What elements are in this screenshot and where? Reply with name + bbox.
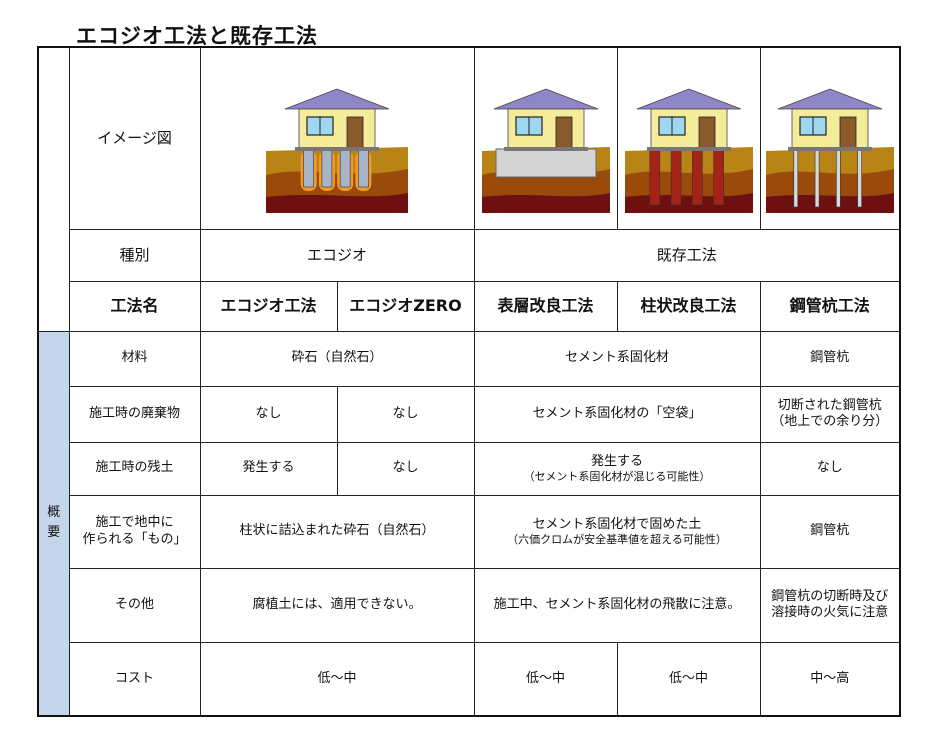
other-ecogeo: 腐植土には、適用できない。 bbox=[199, 567, 475, 643]
page-title: エコジオ工法と既存工法 bbox=[76, 24, 318, 48]
residual-cement: 発生する （セメント系固化材が混じる可能性） bbox=[473, 441, 761, 496]
image-row: イメージ図 bbox=[37, 46, 901, 332]
row-label-underground: 施工で地中に 作られる「もの」 bbox=[68, 494, 201, 569]
underground-row: 施工で地中に 作られる「もの」 柱状に詰込まれた砕石（自然石） セメント系固化材… bbox=[38, 494, 901, 569]
steel-pile bbox=[814, 148, 820, 208]
row-label-cost: コスト bbox=[68, 641, 201, 717]
method-name: 鋼管杭工法 bbox=[759, 280, 901, 332]
house-roof bbox=[636, 88, 741, 110]
underground-cement-line1: セメント系固化材で固めた土 bbox=[532, 516, 702, 532]
stone-column bbox=[358, 148, 369, 188]
house-foundation bbox=[646, 147, 731, 152]
residual-eco2: なし bbox=[336, 441, 475, 496]
house-roof bbox=[493, 88, 598, 110]
other-steel-line1: 鋼管杭の切断時及び bbox=[771, 588, 889, 604]
cost-row: コスト 低～中 低～中 低～中 中～高 bbox=[38, 641, 901, 717]
waste-eco1: なし bbox=[199, 385, 338, 443]
waste-row: 施工時の廃棄物 なし なし セメント系固化材の「空袋」 切断された鋼管杭 （地上… bbox=[38, 385, 901, 443]
soil-deep-layer bbox=[266, 193, 408, 214]
method-name: エコジオ工法 bbox=[199, 280, 338, 332]
row-label-material: 材料 bbox=[68, 330, 201, 387]
underground-ecogeo: 柱状に詰込まれた砕石（自然石） bbox=[199, 494, 475, 569]
row-label-waste: 施工時の廃棄物 bbox=[68, 385, 201, 443]
house-door bbox=[698, 116, 715, 150]
soil-cement-column bbox=[691, 148, 703, 206]
type-ecogeo: エコジオ bbox=[199, 228, 475, 282]
house-foundation bbox=[503, 147, 588, 152]
soil-cement-column bbox=[670, 148, 681, 206]
waste-steel: 切断された鋼管杭 （地上での余り分） bbox=[759, 385, 901, 443]
material-row: 概要 材料 砕石（自然石） セメント系固化材 鋼管杭 bbox=[37, 330, 901, 717]
residual-steel: なし bbox=[759, 441, 901, 496]
material-steel: 鋼管杭 bbox=[759, 330, 901, 387]
steel-pile bbox=[835, 148, 841, 208]
underground-label-line1: 施工で地中に bbox=[95, 515, 174, 531]
waste-steel-line2: （地上での余り分） bbox=[771, 414, 889, 429]
stone-column bbox=[339, 148, 351, 188]
method-name: 表層改良工法 bbox=[473, 280, 618, 332]
column-improvement-illustration bbox=[616, 46, 761, 230]
cost-column: 低～中 bbox=[616, 641, 761, 717]
row-label-other: その他 bbox=[68, 567, 201, 643]
stone-column bbox=[303, 148, 314, 188]
house-roof bbox=[777, 88, 882, 110]
soil-deep-layer bbox=[624, 193, 753, 214]
overview-label: 概要 bbox=[47, 505, 61, 541]
cost-surface: 低～中 bbox=[473, 641, 618, 717]
row-label-image: イメージ図 bbox=[68, 46, 201, 230]
house-roof bbox=[284, 88, 390, 110]
steel-pile bbox=[793, 148, 798, 208]
steel-pile bbox=[857, 148, 862, 208]
underground-label-line2: 作られる「もの」 bbox=[82, 531, 187, 547]
underground-cement-line2: （六価クロムが安全基準値を超える可能性） bbox=[507, 532, 727, 546]
soil-cement-column bbox=[648, 148, 660, 206]
row-label-residual-soil: 施工時の残土 bbox=[68, 441, 201, 496]
house-door bbox=[346, 116, 364, 150]
improved-surface-layer bbox=[495, 148, 596, 178]
residual-eco1: 発生する bbox=[199, 441, 338, 496]
waste-eco2: なし bbox=[336, 385, 475, 443]
house-foundation bbox=[787, 147, 872, 152]
stone-column bbox=[321, 148, 333, 188]
type-row: 種別 エコジオ 既存工法 bbox=[38, 228, 901, 282]
method-row: 工法名 エコジオ工法 エコジオZERO 表層改良工法 柱状改良工法 鋼管杭工法 bbox=[38, 280, 901, 332]
residual-cement-line2: （セメント系固化材が混じる可能性） bbox=[523, 469, 711, 483]
method-name: 柱状改良工法 bbox=[616, 280, 761, 332]
underground-steel: 鋼管杭 bbox=[759, 494, 901, 569]
soil-cement-column bbox=[712, 148, 724, 206]
material-cement: セメント系固化材 bbox=[473, 330, 761, 387]
house-foundation bbox=[295, 147, 379, 152]
overview-side-label: 概要 bbox=[37, 330, 70, 717]
surface-improvement-illustration bbox=[473, 46, 618, 230]
type-existing: 既存工法 bbox=[473, 228, 901, 282]
residual-soil-row: 施工時の残土 発生する なし 発生する （セメント系固化材が混じる可能性） なし bbox=[38, 441, 901, 496]
comparison-table: イメージ図 種別 エコジオ 既存工法 工法名 エコジオ工法 エコジオZERO 表… bbox=[37, 46, 901, 717]
waste-steel-line1: 切断された鋼管杭 bbox=[777, 397, 882, 413]
other-steel-line2: 溶接時の火気に注意 bbox=[771, 605, 889, 620]
cost-steel: 中～高 bbox=[759, 641, 901, 717]
material-ecogeo: 砕石（自然石） bbox=[199, 330, 475, 387]
ecogeo-illustration bbox=[199, 46, 475, 230]
header-side-cell bbox=[37, 46, 70, 332]
waste-cement: セメント系固化材の「空袋」 bbox=[473, 385, 761, 443]
soil-deep-layer bbox=[481, 193, 610, 214]
row-label-method: 工法名 bbox=[68, 280, 201, 332]
row-label-type: 種別 bbox=[68, 228, 201, 282]
cost-ecogeo: 低～中 bbox=[199, 641, 475, 717]
residual-cement-line1: 発生する bbox=[590, 453, 643, 469]
house-door bbox=[839, 116, 857, 150]
steel-pile-illustration bbox=[759, 46, 901, 230]
underground-cement: セメント系固化材で固めた土 （六価クロムが安全基準値を超える可能性） bbox=[473, 494, 761, 569]
soil-deep-layer bbox=[765, 193, 894, 214]
method-name: エコジオZERO bbox=[336, 280, 475, 332]
other-row: その他 腐植土には、適用できない。 施工中、セメント系固化材の飛散に注意。 鋼管… bbox=[38, 567, 901, 643]
house-door bbox=[555, 116, 572, 150]
other-cement: 施工中、セメント系固化材の飛散に注意。 bbox=[473, 567, 761, 643]
other-steel: 鋼管杭の切断時及び 溶接時の火気に注意 bbox=[759, 567, 901, 643]
